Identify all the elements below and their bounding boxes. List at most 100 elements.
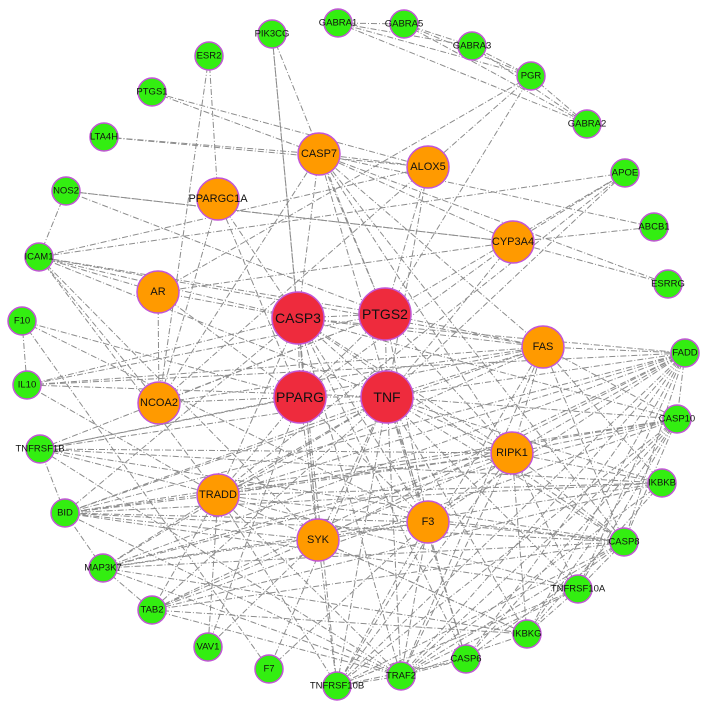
node-pik3cg: PIK3CG — [255, 19, 289, 49]
node-circle — [563, 574, 593, 604]
edge-pgr-ncoa2 — [158, 75, 532, 404]
edge-ikbkb-map3k7 — [102, 482, 663, 569]
edge-tradd-map3k7 — [102, 494, 219, 569]
edge-tnf-icam1 — [38, 256, 388, 398]
node-casp3: CASP3 — [271, 291, 325, 345]
edge-tnfrsf10a-traf2 — [400, 588, 579, 677]
node-circle — [50, 498, 80, 528]
node-apoe: APOE — [610, 158, 640, 188]
edge-casp3-il10 — [26, 317, 299, 386]
node-label: BID — [57, 508, 73, 519]
edge-fadd-tradd — [217, 352, 686, 496]
edge-syk-vav1 — [207, 539, 319, 648]
node-pparg: PPARG — [273, 370, 327, 424]
node-label: NOS2 — [53, 186, 79, 197]
node-icam1: ICAM1 — [24, 242, 54, 272]
edge-casp8-map3k7 — [102, 541, 625, 569]
node-label: TNFRSF1B — [15, 444, 64, 455]
node-gabra5: GABRA5 — [385, 9, 424, 39]
edge-tnf-cyp3a4 — [386, 241, 514, 398]
edge-fadd-traf2 — [400, 352, 686, 677]
edge-tradd-il10 — [26, 384, 219, 496]
node-circle — [12, 370, 42, 400]
edge-il10-fas — [26, 346, 544, 386]
node-circle — [572, 109, 602, 139]
edge-casp7-casp8 — [318, 153, 625, 543]
node-label: CASP3 — [275, 310, 321, 326]
edge-ptgs2-casp7 — [318, 153, 386, 315]
node-ikbkg: IKBKG — [512, 619, 542, 649]
node-circle — [271, 291, 325, 345]
node-label: GABRA2 — [568, 119, 607, 130]
edge-casp7-fas — [318, 153, 544, 348]
node-label: IL10 — [18, 380, 37, 391]
node-circle — [7, 306, 37, 336]
edge-gabra1-gabra2 — [337, 22, 588, 125]
node-label: GABRA5 — [385, 19, 424, 30]
node-ptgs1: PTGS1 — [136, 77, 168, 107]
edge-fadd-casp6 — [465, 352, 686, 660]
edge-fas-bid — [64, 346, 544, 514]
edge-pparg-f3 — [299, 396, 429, 523]
node-label: NCOA2 — [140, 397, 178, 409]
node-label: ICAM1 — [24, 252, 53, 263]
node-label: PPARG — [276, 389, 324, 405]
edge-syk-ikbkg — [317, 539, 528, 635]
node-circle — [136, 270, 180, 314]
node-label: IKBKB — [648, 478, 676, 489]
node-fadd: FADD — [670, 338, 700, 368]
node-label: AR — [150, 286, 165, 298]
node-circle — [389, 9, 419, 39]
node-label: TAB2 — [140, 605, 163, 616]
edge-ripk1-bid — [64, 452, 513, 514]
node-esr2: ESR2 — [194, 41, 224, 71]
node-casp7: CASP7 — [297, 132, 341, 176]
edge-tnfrsf10a-tnfrsf10b — [336, 588, 579, 687]
edge-tradd-tnfrsf10a — [217, 494, 579, 590]
edge-tnf-il10 — [26, 384, 388, 398]
node-tradd: TRADD — [196, 473, 240, 517]
edge-pparg-vav1 — [207, 396, 301, 648]
node-circle — [360, 370, 414, 424]
edge-tradd-traf2 — [217, 494, 402, 677]
node-label: TRAF2 — [386, 671, 416, 682]
node-label: LTA4H — [90, 132, 118, 143]
node-map3k7: MAP3K7 — [84, 553, 122, 583]
node-ppargc1a: PPARGC1A — [188, 177, 248, 221]
node-label: CASP6 — [450, 654, 481, 665]
edge-f3-tnfrsf10b — [336, 521, 429, 687]
node-label: CASP7 — [301, 148, 337, 160]
edge-alox5-ptgs1 — [151, 91, 429, 168]
edge-ikbkb-ikbkg — [526, 482, 663, 635]
node-label: GABRA1 — [319, 18, 358, 29]
node-traf2: TRAF2 — [386, 661, 416, 691]
edge-ripk1-tnfrsf10a — [511, 452, 579, 590]
node-fas: FAS — [521, 325, 565, 369]
edge-casp10-ripk1 — [511, 418, 678, 454]
edge-casp8-tab2 — [151, 541, 625, 611]
edge-fadd-f3 — [427, 352, 686, 523]
edge-fadd-ripk1 — [511, 352, 686, 454]
edge-ncoa2-icam1 — [38, 256, 160, 404]
node-circle — [639, 212, 669, 242]
edge-casp7-lta4h — [103, 136, 320, 155]
edge-ptgs2-il10 — [26, 313, 386, 386]
edge-fadd-casp8 — [623, 352, 686, 543]
edge-traf2-tab2 — [151, 609, 402, 677]
node-circle — [254, 654, 284, 684]
node-bid: BID — [50, 498, 80, 528]
node-circle — [491, 220, 535, 264]
edge-pparg-tnfrsf1b — [39, 396, 301, 450]
node-label: PPARGC1A — [188, 193, 248, 205]
edge-tnf-tab2 — [151, 396, 388, 611]
node-gabra3: GABRA3 — [453, 31, 491, 61]
edge-esr2-ppargc1a — [208, 55, 219, 200]
node-label: TNFRSF10A — [551, 584, 606, 595]
edge-tradd-tnfrsf10b — [217, 494, 338, 687]
edge-pik3cg-syk — [271, 33, 319, 541]
node-circle — [358, 287, 412, 341]
edge-tnf-apoe — [386, 172, 626, 398]
node-alox5: ALOX5 — [406, 145, 450, 189]
node-f10: F10 — [7, 306, 37, 336]
node-label: ESRRG — [651, 279, 685, 290]
